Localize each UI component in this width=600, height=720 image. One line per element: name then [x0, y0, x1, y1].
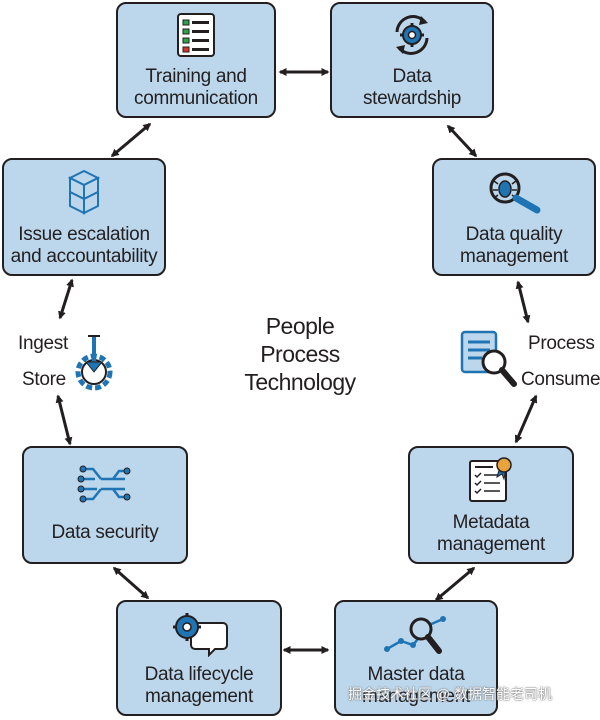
- arrow-consume-metadata: [514, 394, 538, 444]
- data-security-label: Data security: [51, 522, 159, 543]
- issue-escalation-box: Issue escalation and accountability: [2, 158, 166, 276]
- center-text: People Process Technology: [210, 312, 390, 396]
- certificate-icon: [467, 448, 515, 512]
- store-label: Store: [22, 369, 66, 390]
- circuit-icon: [77, 448, 133, 522]
- chart-magnifier-icon: [381, 602, 451, 664]
- consume-label: Consume: [521, 369, 600, 390]
- arrow-lifecycle-security: [112, 566, 150, 600]
- training-communication-box: Training and communication: [116, 2, 276, 118]
- data-quality-label: Data quality management: [460, 224, 568, 267]
- arrow-stewardship-quality: [446, 124, 478, 158]
- refresh-gear-icon: [387, 4, 437, 66]
- process-label: Process: [528, 333, 595, 354]
- center-people: People: [265, 313, 335, 339]
- gear-chat-icon: [167, 602, 231, 664]
- data-lifecycle-box: Data lifecycle management: [116, 600, 282, 716]
- cubes-icon: [64, 160, 104, 224]
- center-technology: Technology: [244, 369, 356, 395]
- bug-magnifier-icon: [481, 160, 547, 224]
- training-communication-label: Training and communication: [134, 66, 258, 109]
- data-stewardship-label: Data stewardship: [362, 66, 462, 109]
- arrow-metadata-master: [434, 566, 476, 602]
- data-lifecycle-label: Data lifecycle management: [144, 664, 254, 707]
- checklist-icon: [176, 4, 216, 66]
- metadata-label: Metadata management: [437, 512, 545, 555]
- ingest-store-gear-icon: [72, 334, 118, 397]
- ingest-label: Ingest: [18, 333, 68, 354]
- data-quality-box: Data quality management: [432, 158, 596, 276]
- arrow-ingest-escalation: [58, 278, 74, 320]
- master-data-box: Master data management: [334, 600, 498, 716]
- document-magnifier-icon: [460, 330, 518, 395]
- issue-escalation-label: Issue escalation and accountability: [10, 224, 158, 267]
- arrow-quality-process: [515, 280, 531, 324]
- center-process: Process: [260, 341, 340, 367]
- watermark: 掘金技术社区 @ 数据智能老司机: [348, 686, 552, 702]
- master-data-label: Master data management: [362, 664, 470, 707]
- arrow-security-store: [55, 394, 73, 446]
- data-stewardship-box: Data stewardship: [330, 2, 494, 118]
- arrow-escalation-training: [110, 122, 152, 158]
- metadata-box: Metadata management: [408, 446, 574, 564]
- data-security-box: Data security: [22, 446, 188, 564]
